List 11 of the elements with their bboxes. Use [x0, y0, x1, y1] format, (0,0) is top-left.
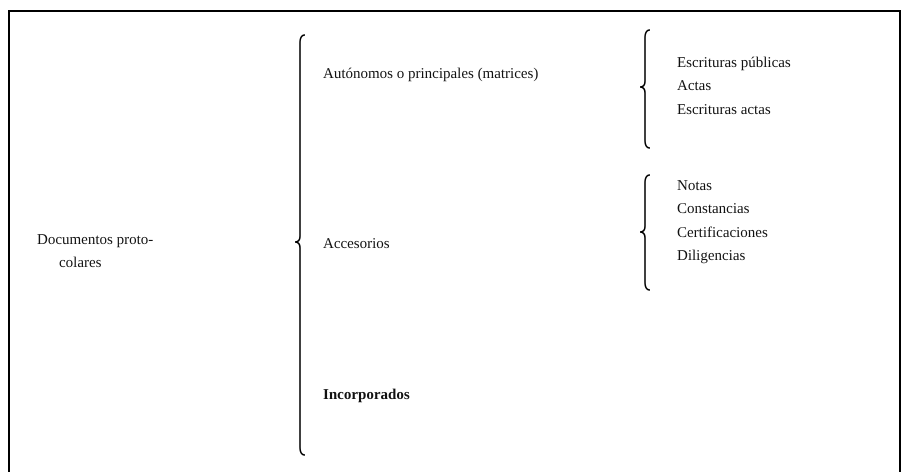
text-label: Constancias: [677, 200, 750, 219]
text-label: Documentos proto-colares: [37, 231, 154, 273]
text-label: Autónomos o principales (matrices): [323, 65, 540, 84]
text-label: Accesorios: [323, 235, 391, 254]
text-label: Diligencias: [677, 247, 746, 266]
text-label: Notas: [677, 177, 713, 196]
text-label: Actas: [677, 77, 712, 96]
text-label: Certificaciones: [677, 224, 769, 243]
text-label: Incorporados: [323, 386, 411, 405]
text-label: Escrituras públicas: [677, 54, 792, 73]
text-label: Escrituras actas: [677, 101, 772, 120]
